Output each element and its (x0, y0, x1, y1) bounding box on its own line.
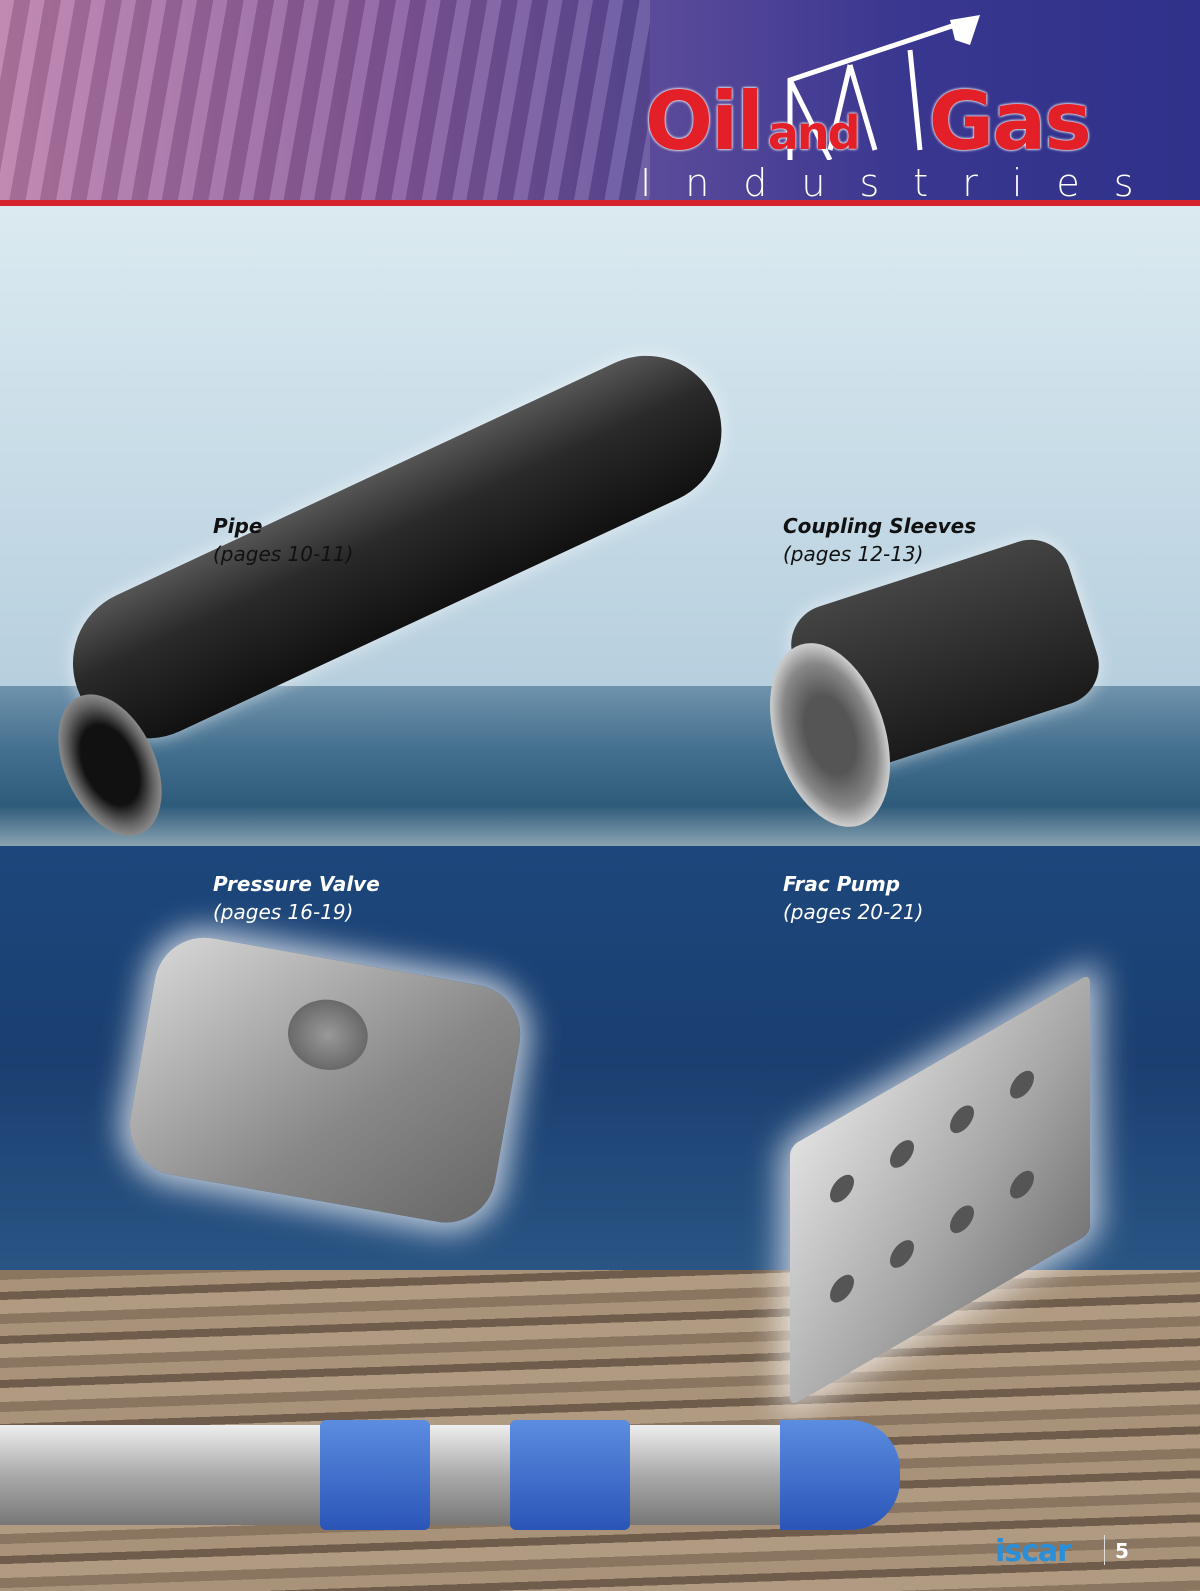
logo-word-and: and (767, 106, 861, 160)
header-divider (0, 200, 1200, 206)
product-name: Frac Pump (783, 872, 900, 896)
pipeline-background (0, 0, 650, 205)
product-label-pipe[interactable]: Pipe (pages 10-11) (213, 512, 353, 568)
product-name: Pressure Valve (213, 872, 380, 896)
logo-word-gas: Gas (928, 75, 1092, 168)
product-pages: (pages 16-19) (213, 900, 354, 924)
pumpjack-icon (787, 15, 980, 160)
drill-tool-image (0, 1420, 900, 1530)
product-label-pressure-valve[interactable]: Pressure Valve (pages 16-19) (213, 870, 380, 926)
product-pages: (pages 10-11) (213, 542, 354, 566)
product-name: Pipe (213, 514, 263, 538)
logo-subtitle: Industries (640, 161, 1168, 205)
valve-bore (282, 993, 374, 1077)
product-pages: (pages 12-13) (783, 542, 924, 566)
product-label-coupling-sleeves[interactable]: Coupling Sleeves (pages 12-13) (783, 512, 976, 568)
footer-divider (1104, 1535, 1105, 1565)
product-pages: (pages 20-21) (783, 900, 924, 924)
product-label-frac-pump[interactable]: Frac Pump (pages 20-21) (783, 870, 923, 926)
logo-word-oil: Oil (645, 75, 764, 168)
product-name: Coupling Sleeves (783, 514, 977, 538)
iscar-logo: iscar (995, 1534, 1072, 1569)
page-number: 5 (1115, 1539, 1129, 1563)
